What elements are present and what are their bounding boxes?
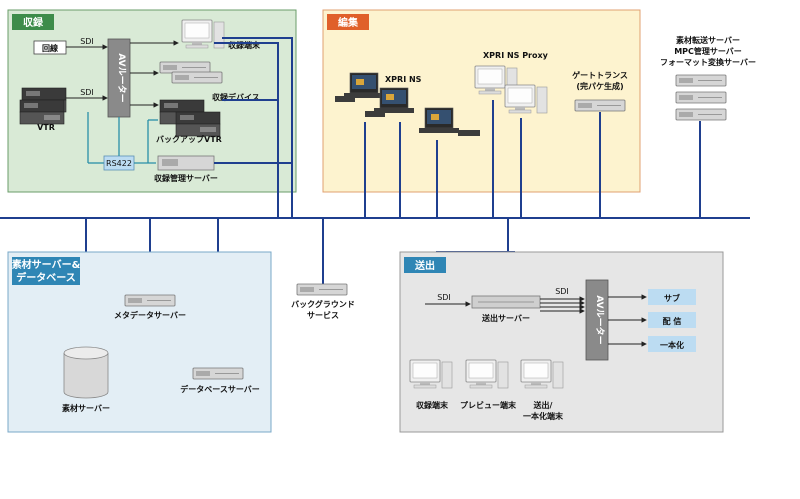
database-server-icon xyxy=(192,367,244,380)
gate-trans-server-icon xyxy=(574,99,626,112)
editing-section-title: 編集 xyxy=(338,16,359,29)
vtr-label: VTR xyxy=(37,123,55,132)
right-server-stack xyxy=(675,74,727,121)
playout-av-router-label: AVルーター xyxy=(594,295,606,344)
output-unified-label: 一本化 xyxy=(660,340,684,350)
gate-trans-sublabel: (完パケ生成) xyxy=(576,81,623,91)
mpc-server-label: MPC管理サーバー xyxy=(674,46,742,56)
output-sub-box xyxy=(648,289,696,305)
background-service-label-1: バックグラウンド xyxy=(291,299,355,309)
output-sub-label: サブ xyxy=(664,293,680,303)
playout-sdi-in-label: SDI xyxy=(437,293,451,302)
recording-mgmt-server-icon xyxy=(157,155,215,171)
line-input-box xyxy=(33,40,67,55)
recording-mgmt-server-label: 収録管理サーバー xyxy=(154,173,218,183)
playout-recording-terminal-label: 収録端末 xyxy=(416,400,448,410)
storage-server-label: 素材サーバー xyxy=(62,403,110,413)
playout-server-label: 送出サーバー xyxy=(481,313,530,323)
vtr-device xyxy=(19,87,67,125)
recording-section-header xyxy=(12,14,54,30)
database-server-label: データベースサーバー xyxy=(180,384,260,394)
metadata-server-icon xyxy=(124,294,176,307)
line-input-label: 回線 xyxy=(42,43,58,53)
preview-terminal-label: プレビュー端末 xyxy=(460,400,516,410)
format-conversion-server-label: フォーマット変換サーバー xyxy=(660,57,756,67)
transfer-server-label: 素材転送サーバー xyxy=(676,35,740,45)
playout-unified-terminal-label-1: 送出/ xyxy=(533,400,553,410)
network-lines xyxy=(0,37,750,370)
output-distribution-label: 配 信 xyxy=(663,316,682,326)
recording-section-title: 収録 xyxy=(23,16,44,29)
material-section-header xyxy=(12,257,80,285)
xpri-ns-label: XPRI NS xyxy=(385,75,422,84)
output-distribution-box xyxy=(648,312,696,328)
recording-terminal-label: 収録端末 xyxy=(228,40,260,50)
recording-device-label: 収録デバイス xyxy=(212,92,260,102)
background-service-label-2: サービス xyxy=(307,310,339,320)
storage-server-icon xyxy=(63,346,109,399)
playout-section-header xyxy=(404,257,446,273)
background-service-icon xyxy=(296,283,348,296)
recording-sdi-label-1: SDI xyxy=(80,37,94,46)
metadata-server-label: メタデータサーバー xyxy=(114,310,186,320)
output-unified-box xyxy=(648,336,696,352)
recording-sdi-label-2: SDI xyxy=(80,88,94,97)
gate-trans-label: ゲートトランス xyxy=(572,70,628,80)
backup-vtr-label: バックアップVTR xyxy=(156,134,222,144)
playout-sdi-out-label: SDI xyxy=(555,287,569,296)
material-section-title-2: データベース xyxy=(16,271,76,284)
rs422-label: RS422 xyxy=(106,159,132,168)
xpri-ns-workstations xyxy=(335,72,480,136)
xpri-ns-proxy-label: XPRI NS Proxy xyxy=(483,51,549,60)
recording-av-router-label: AVルーター xyxy=(116,53,128,102)
playout-section-title: 送出 xyxy=(414,259,435,272)
playout-unified-terminal-label-2: 一本化端末 xyxy=(523,411,563,421)
editing-section-header xyxy=(327,14,369,30)
playout-server-icon xyxy=(471,295,541,309)
material-section-title-1: 素材サーバー& xyxy=(12,258,81,271)
